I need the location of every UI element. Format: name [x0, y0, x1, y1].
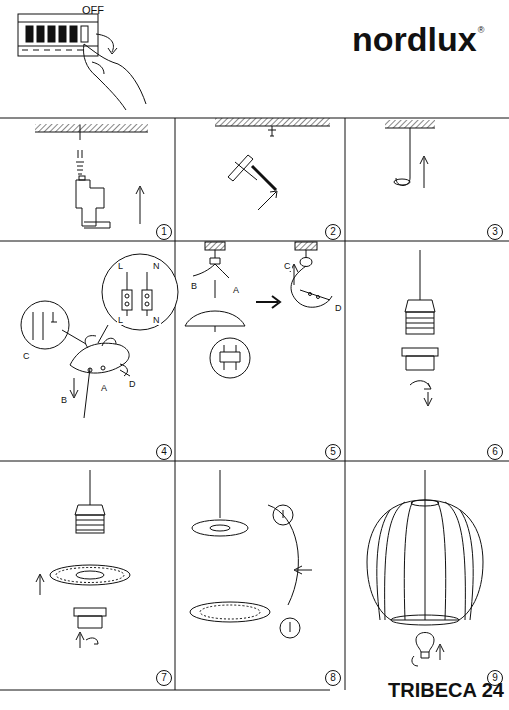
wire-label: N — [152, 262, 161, 271]
trademark-mark: ® — [478, 26, 485, 35]
part-letter: C — [283, 262, 292, 271]
wire-label: L — [117, 262, 124, 271]
breaker-panel — [18, 14, 146, 110]
part-letter: D — [334, 304, 343, 313]
part-letter: B — [190, 282, 198, 291]
part-letter: D — [128, 380, 137, 389]
callout-number: 6 — [487, 444, 503, 460]
callout-number: 3 — [487, 224, 503, 240]
part-letter: B — [60, 396, 68, 405]
brand-logo: nordlux — [352, 22, 477, 56]
wire-label: N — [152, 316, 161, 325]
part-letter: A — [100, 384, 108, 393]
callout-number: 7 — [156, 670, 172, 686]
callout-number: 8 — [325, 670, 341, 686]
product-title: TRIBECA 24 — [388, 680, 504, 700]
part-letter: C — [22, 352, 31, 361]
part-letter: A — [232, 286, 240, 295]
callout-number: 4 — [156, 444, 172, 460]
callout-number: 1 — [156, 224, 172, 240]
callout-number: 5 — [325, 444, 341, 460]
switch-label: OFF — [82, 5, 104, 16]
wire-label: L — [117, 316, 124, 325]
callout-number: 2 — [325, 224, 341, 240]
